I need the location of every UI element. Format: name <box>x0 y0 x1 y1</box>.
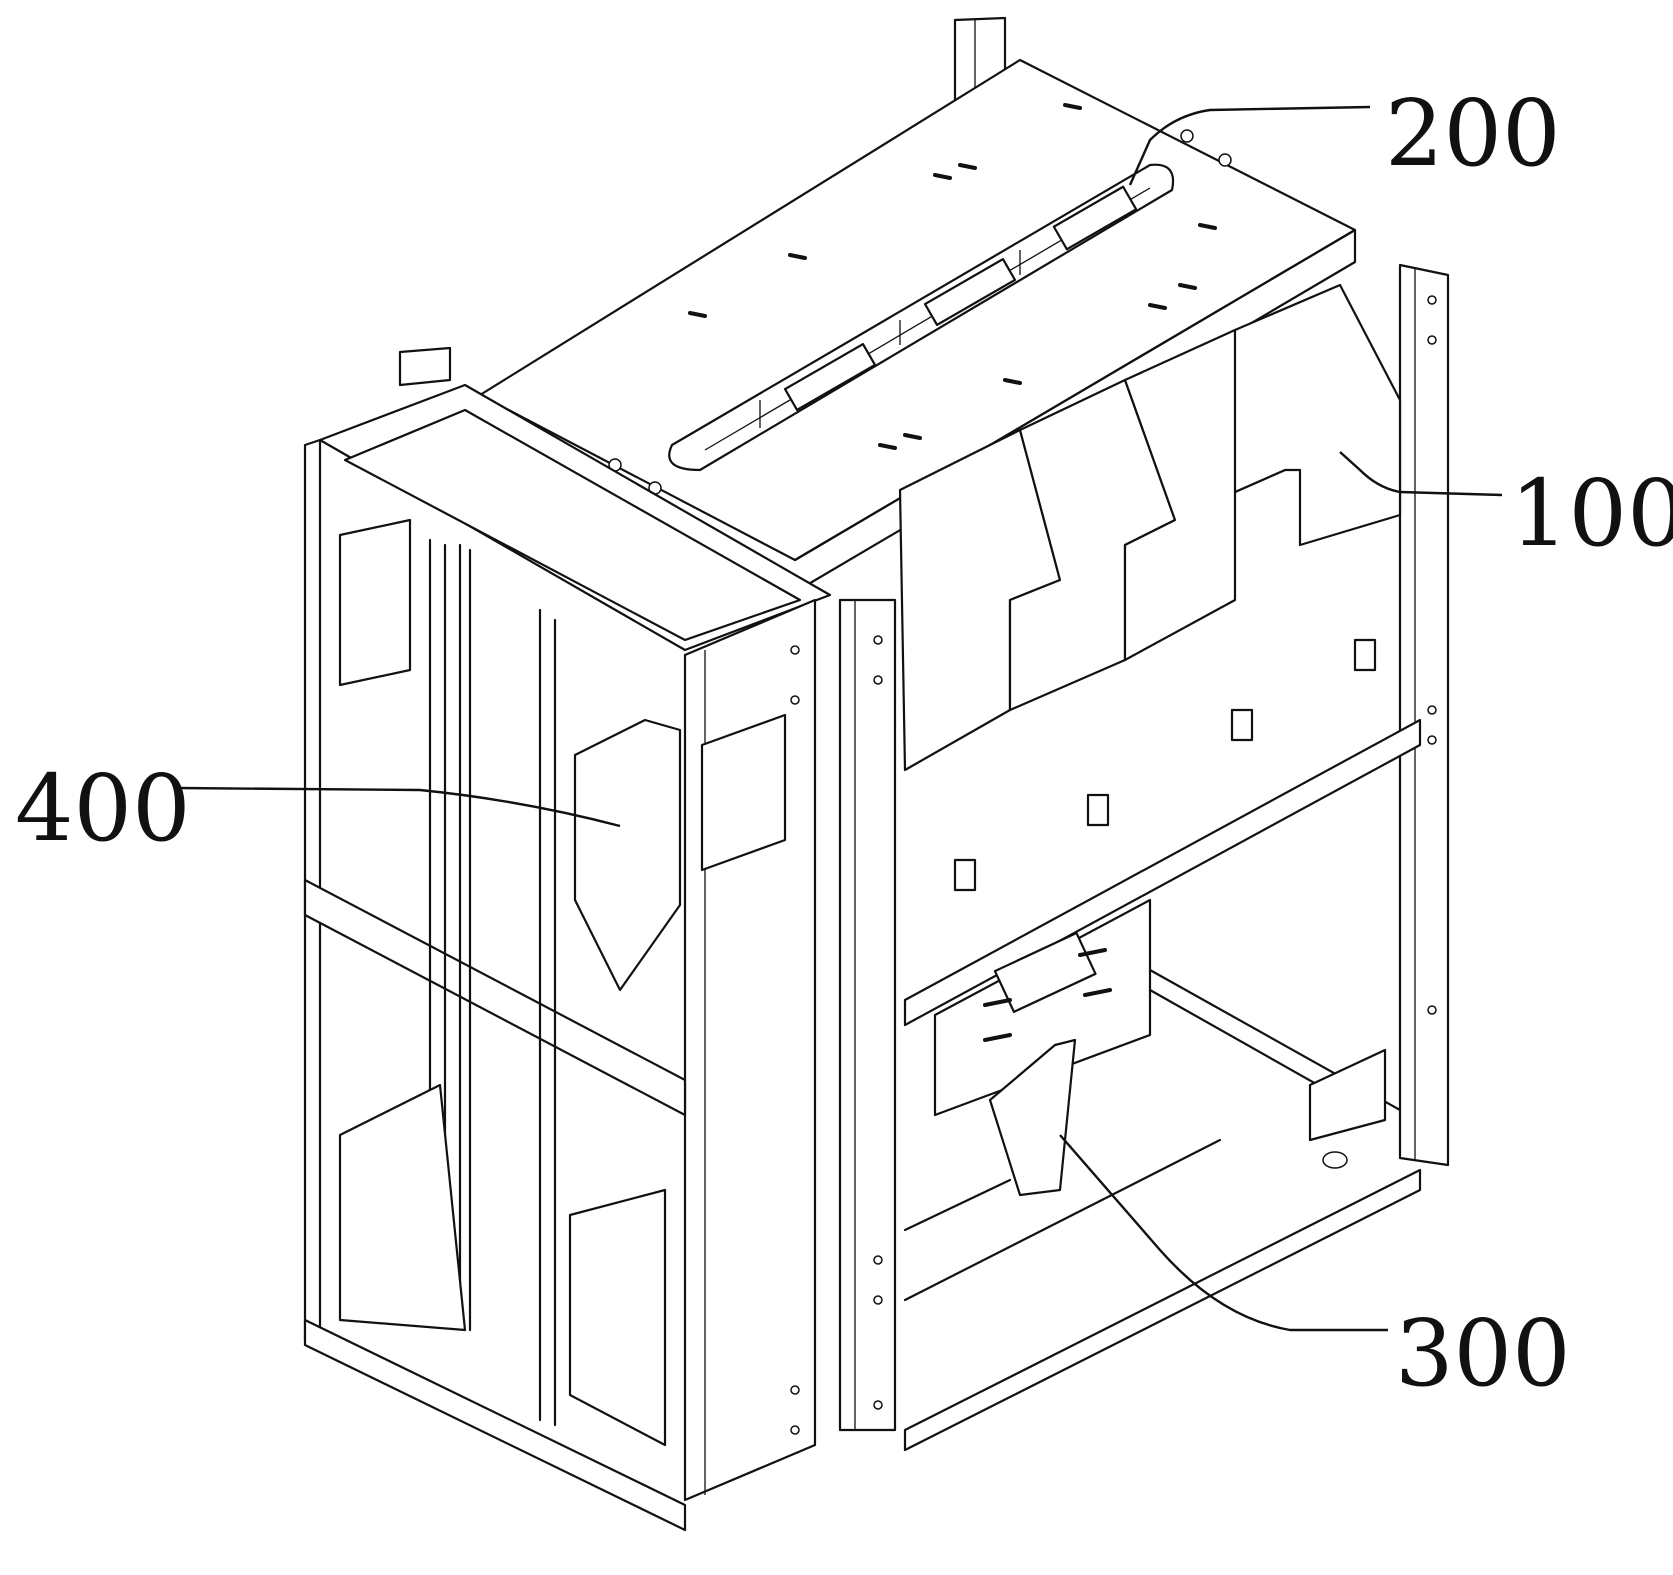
callout-100: 100 <box>1510 460 1673 567</box>
hoods <box>898 283 1402 892</box>
leader-100 <box>1339 451 1503 497</box>
middle-post <box>838 598 897 1432</box>
leader-400 <box>176 786 621 828</box>
floor-frame <box>1148 968 1402 1169</box>
leader-300 <box>1059 1134 1388 1332</box>
top-plate <box>478 58 1357 594</box>
mechanism <box>759 185 1138 428</box>
callout-300: 300 <box>1395 1300 1571 1407</box>
callout-labels: 200 100 400 300 <box>15 80 1673 1407</box>
callout-200: 200 <box>1385 80 1561 187</box>
cross-bars <box>903 718 1422 1452</box>
leader-lines <box>176 105 1503 1332</box>
callout-400: 400 <box>15 755 191 862</box>
leader-200 <box>1128 105 1371 186</box>
funnel-assembly <box>933 898 1152 1197</box>
left-cabinet <box>303 383 832 1532</box>
top-slots <box>688 103 1217 450</box>
right-post <box>1398 263 1450 1167</box>
